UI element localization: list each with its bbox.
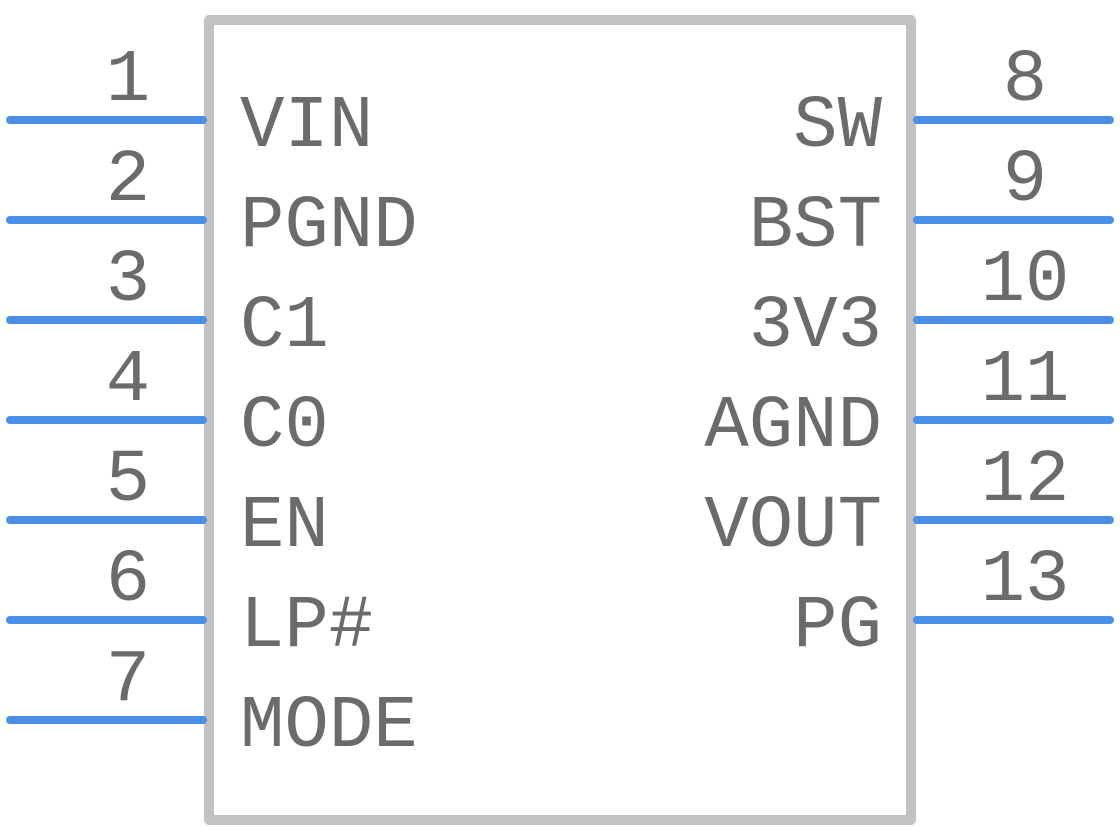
pin-name: BST <box>749 185 882 269</box>
pin-name: VOUT <box>704 485 882 569</box>
pin-number: 3 <box>106 239 150 323</box>
pin-name: LP# <box>240 585 373 669</box>
pin-number: 8 <box>1003 39 1047 123</box>
pin-name: C0 <box>240 385 329 469</box>
pin-number: 6 <box>106 539 150 623</box>
pin-number: 10 <box>981 239 1070 323</box>
pin-number: 5 <box>106 439 150 523</box>
pin-number: 13 <box>981 539 1070 623</box>
pin-name: PG <box>793 585 882 669</box>
pin-number: 11 <box>981 339 1070 423</box>
pin-name: VIN <box>240 85 373 169</box>
ic-body-outline <box>204 15 916 825</box>
pin-6: 6LP# <box>6 539 373 669</box>
pin-name: SW <box>793 85 882 169</box>
pin-name: MODE <box>240 685 418 769</box>
pin-3: 3C1 <box>6 239 329 369</box>
pin-5: 5EN <box>6 439 329 569</box>
pin-name: EN <box>240 485 329 569</box>
pin-name: 3V3 <box>749 285 882 369</box>
pin-name: AGND <box>704 385 882 469</box>
pin-number: 7 <box>106 639 150 723</box>
pin-4: 4C0 <box>6 339 329 469</box>
pin-name: C1 <box>240 285 329 369</box>
pin-number: 12 <box>981 439 1070 523</box>
pin-number: 1 <box>106 39 150 123</box>
pin-8: 8SW <box>793 39 1114 169</box>
pin-10: 10 3V3 <box>749 239 1114 369</box>
pin-number: 9 <box>1003 139 1047 223</box>
pin-number: 4 <box>106 339 150 423</box>
pin-number: 2 <box>106 139 150 223</box>
pin-name: PGND <box>240 185 418 269</box>
